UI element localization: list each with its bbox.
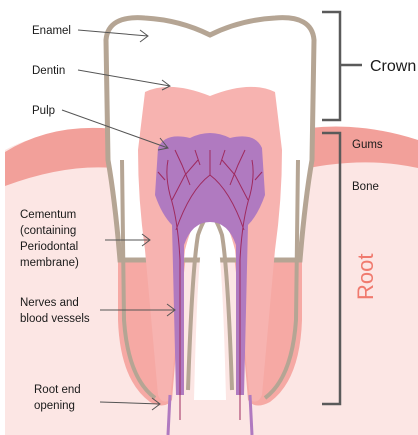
- label-nerves-line1: Nerves and: [20, 297, 79, 309]
- label-pulp: Pulp: [32, 105, 55, 117]
- label-cementum-line2: (containing: [20, 225, 76, 237]
- label-nerves-line2: blood vessels: [20, 313, 90, 325]
- label-enamel: Enamel: [32, 25, 71, 37]
- label-gums: Gums: [352, 139, 383, 151]
- label-cementum-line4: membrane): [20, 257, 79, 269]
- root-canal-left: [168, 395, 170, 435]
- label-cementum-line1: Cementum: [20, 209, 76, 221]
- label-dentin: Dentin: [32, 65, 65, 77]
- label-root-end-line2: opening: [34, 400, 75, 412]
- label-bone: Bone: [352, 181, 379, 193]
- root-canal-right: [250, 395, 252, 435]
- label-root-end-line1: Root end: [34, 384, 81, 396]
- crown-bracket: [322, 12, 362, 120]
- label-crown: Crown: [370, 58, 416, 75]
- label-cementum-line3: Periodontal: [20, 241, 78, 253]
- label-root: Root: [353, 254, 378, 300]
